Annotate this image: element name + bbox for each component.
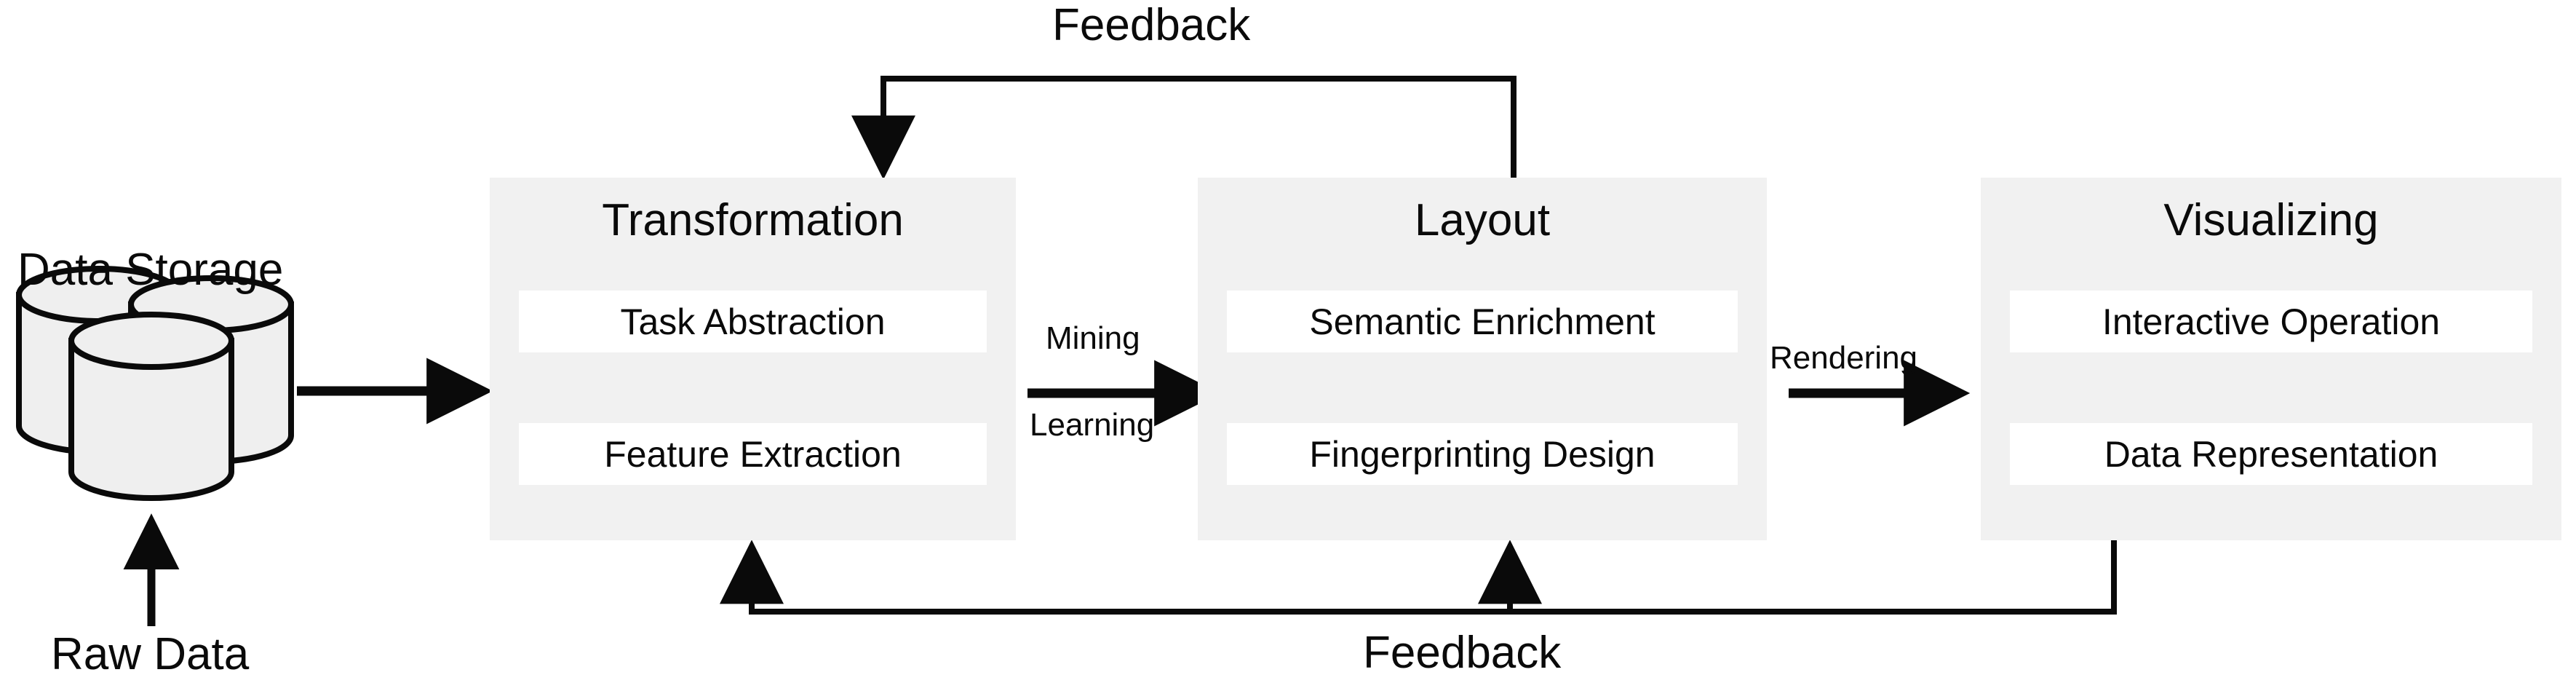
stage-visualizing[interactable]: Visualizing Interactive Operation Data R… [1981,178,2561,540]
stage-layout-item-1[interactable]: Fingerprinting Design [1227,423,1738,485]
feedback-label-top: Feedback [1052,0,1251,50]
stage-transformation-item-0[interactable]: Task Abstraction [519,291,987,352]
stage-transformation-item-1[interactable]: Feature Extraction [519,423,987,485]
feedback-loop-bottom-main [720,540,2117,615]
raw-data-label: Raw Data [51,629,250,679]
stage-visualizing-title: Visualizing [2163,195,2379,245]
connector-label-rendering: Rendering [1770,340,1918,376]
feedback-label-bottom: Feedback [1363,628,1562,678]
connector-label-learning: Learning [1030,407,1155,443]
stage-transformation-title: Transformation [602,195,904,245]
stage-visualizing-item-1[interactable]: Data Representation [2010,423,2532,485]
cylinder-back-left [16,266,182,455]
connector-label-mining: Mining [1046,320,1140,356]
cylinder-back-right [128,275,294,465]
stage-layout-item-0[interactable]: Semantic Enrichment [1227,291,1738,352]
stage-layout-title: Layout [1414,195,1551,245]
stage-layout[interactable]: Layout Semantic Enrichment Fingerprintin… [1198,178,1767,540]
stage-visualizing-item-0[interactable]: Interactive Operation [2010,291,2532,352]
cylinder-front [68,312,234,501]
stage-transformation[interactable]: Transformation Task Abstraction Feature … [490,178,1016,540]
feedback-loop-top [851,76,1516,180]
data-storage-label: Data Storage [17,245,284,295]
